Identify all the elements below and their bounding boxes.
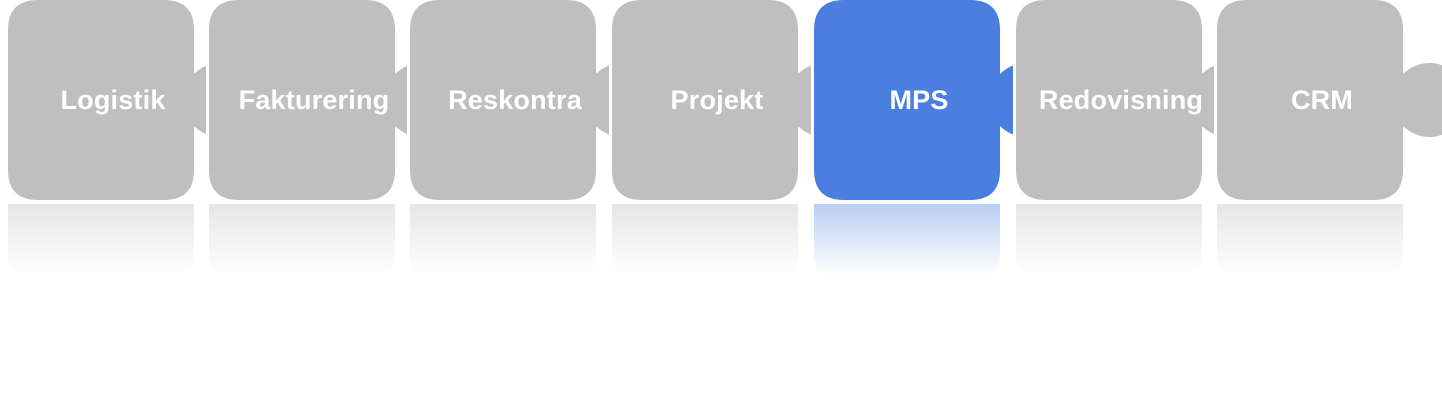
puzzle-piece-reflection	[612, 204, 798, 284]
puzzle-piece-reflection	[1016, 204, 1202, 284]
module-tab-label: Redovisning	[1038, 85, 1204, 115]
puzzle-piece-shape	[1214, 0, 1442, 203]
module-tab-mps[interactable]: MPS	[811, 0, 1067, 290]
module-tab-label: Projekt	[670, 85, 764, 115]
module-tab-fakturering[interactable]: Fakturering	[206, 0, 462, 290]
module-tab-label: MPS	[889, 85, 949, 115]
module-tab-label: Logistik	[60, 85, 166, 115]
puzzle-piece-reflection	[814, 204, 1000, 284]
module-tab-label: CRM	[1290, 85, 1354, 115]
module-tab-crm[interactable]: CRM	[1214, 0, 1442, 290]
puzzle-piece-reflection	[410, 204, 596, 284]
puzzle-piece-reflection	[1217, 204, 1403, 284]
module-tab-logistik[interactable]: Logistik	[5, 0, 261, 290]
puzzle-piece-reflection	[209, 204, 395, 284]
puzzle-piece-reflection	[8, 204, 194, 284]
module-tab-label: Reskontra	[448, 85, 582, 115]
module-tab-label: Fakturering	[238, 85, 390, 115]
